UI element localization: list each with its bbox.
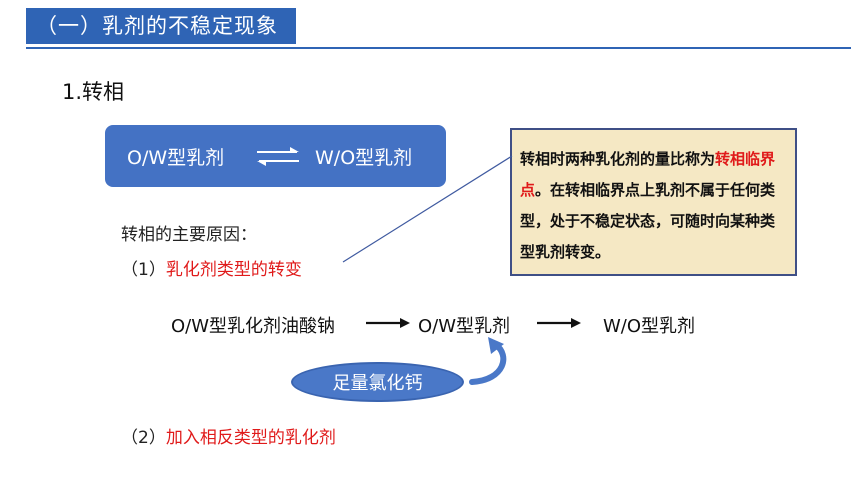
flow-arrow-1-head bbox=[400, 318, 410, 328]
reasons-label: 转相的主要原因： bbox=[121, 225, 257, 245]
note-suffix: 。在转相临界点上乳剂不属于任何类型，处于不稳定状态，可随时向某种类型乳剂转变。 bbox=[520, 181, 776, 261]
note-highlight: 转相临界点 bbox=[520, 150, 776, 199]
reason-1: （1）乳化剂类型的转变 bbox=[121, 255, 302, 280]
flow-arrow-2-head bbox=[571, 318, 581, 328]
curved-arrow bbox=[469, 342, 507, 385]
phase-left-label: O/W型乳剂 bbox=[127, 147, 225, 169]
flow-step-3: W/O型乳剂 bbox=[603, 316, 696, 337]
reagent-ellipse: 足量氯化钙 bbox=[291, 362, 464, 402]
reason-2-prefix: （2） bbox=[121, 428, 166, 448]
reason-1-prefix: （1） bbox=[121, 260, 166, 280]
phase-right-label: W/O型乳剂 bbox=[315, 147, 413, 169]
flow-step-1: O/W型乳化剂油酸钠 bbox=[171, 316, 336, 337]
reason-1-text: 乳化剂类型的转变 bbox=[165, 260, 302, 280]
reason-2-text: 加入相反类型的乳化剂 bbox=[165, 428, 336, 448]
equilibrium-arrows-icon bbox=[257, 147, 299, 166]
note-prefix: 转相时两种乳化剂的量比称为 bbox=[520, 150, 716, 168]
phase-inversion-box: O/W型乳剂 W/O型乳剂 bbox=[105, 125, 446, 187]
flow-step-2: O/W型乳剂 bbox=[418, 316, 511, 337]
subtitle: 1.转相 bbox=[62, 80, 125, 104]
curved-arrow-head bbox=[488, 337, 504, 354]
section-header: （一）乳剂的不稳定现象 bbox=[26, 8, 296, 44]
critical-point-note: 转相时两种乳化剂的量比称为转相临界点。在转相临界点上乳剂不属于任何类型，处于不稳… bbox=[510, 128, 797, 276]
reason-2: （2）加入相反类型的乳化剂 bbox=[121, 423, 336, 448]
header-divider bbox=[26, 47, 851, 49]
